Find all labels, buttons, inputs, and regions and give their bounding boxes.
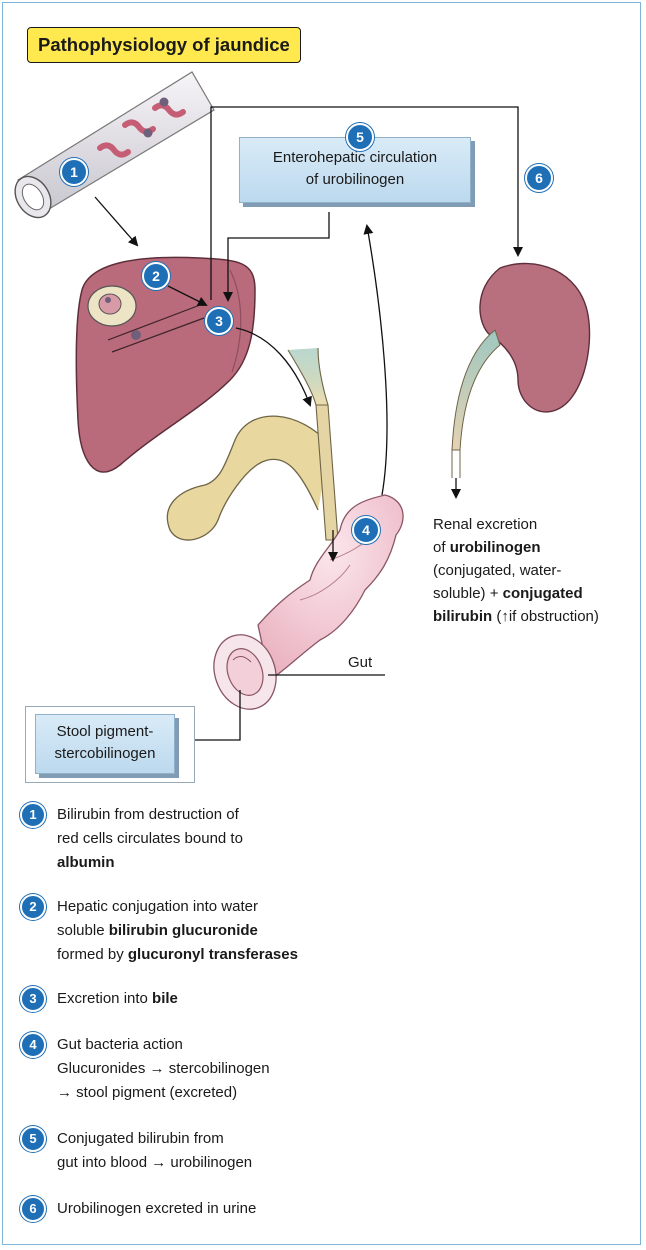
renal-line-1: Renal excretion [433,516,538,533]
enterohepatic-line-2: of urobilinogen [305,171,405,188]
legend-badge-1: 1 [20,802,46,828]
renal-line-4-bold: conjugated [502,585,583,602]
renal-excretion-text: Renal excretion of urobilinogen (conjuga… [433,513,599,628]
legend-line: red cells circulates bound to [57,827,243,851]
legend-text-1: Bilirubin from destruction of red cells c… [57,803,243,875]
step-badge-4: 4 [352,516,380,544]
jaundice-illustration [14,71,591,745]
legend-bold-term: glucuronyl transferases [127,946,298,963]
step-badge-1: 1 [60,158,88,186]
renal-line-4: soluble) + conjugated [433,582,599,605]
legend-segment: Hepatic conjugation into water [57,898,258,915]
renal-line-5-bold: bilirubin [433,608,493,625]
renal-line-3: (conjugated, water- [433,562,562,579]
legend-text-3: Excretion into bile [57,987,178,1011]
legend-segment: formed by [57,946,128,963]
legend-line: Glucuronides → stercobilinogen [57,1057,270,1081]
legend-text-2: Hepatic conjugation into water soluble bi… [57,895,298,967]
legend-badge-4: 4 [20,1032,46,1058]
renal-line-4-text: soluble) + [433,585,503,602]
renal-line-5: bilirubin (↑if obstruction) [433,605,599,628]
legend-segment: red cells circulates bound to [57,830,243,847]
legend-line: Gut bacteria action [57,1033,270,1057]
legend-line: Conjugated bilirubin from [57,1127,252,1151]
legend-segment: Urobilinogen excreted in urine [57,1200,257,1217]
stool-line-2: stercobilinogen [54,745,156,762]
legend-segment: gut into blood → urobilinogen [57,1154,253,1171]
renal-line-2-bold: urobilinogen [449,539,541,556]
kidney [451,262,591,478]
blood-vessel [14,71,215,219]
legend-bold-term: bile [152,990,178,1007]
gallbladder [166,347,339,541]
step-badge-2: 2 [142,262,170,290]
legend-badge-6: 6 [20,1196,46,1222]
legend-line: Urobilinogen excreted in urine [57,1197,256,1221]
step-badge-5: 5 [346,123,374,151]
gut-label: Gut [348,654,373,671]
step-badge-3: 3 [205,307,233,335]
figure-title: Pathophysiology of jaundice [27,27,301,63]
legend-segment: Excretion into [57,990,153,1007]
enterohepatic-line-1: Enterohepatic circulation [272,149,438,166]
legend-badge-5: 5 [20,1126,46,1152]
legend-line: → stool pigment (excreted) [57,1081,270,1105]
legend-line: albumin [57,851,243,875]
stool-pigment-box: Stool pigment- stercobilinogen [35,714,175,774]
legend-segment: Gut bacteria action [57,1036,183,1053]
flow-arrows [94,106,523,745]
renal-line-5-text: (↑if obstruction) [492,608,599,625]
legend-line: gut into blood → urobilinogen [57,1151,252,1175]
legend-bold-term: bilirubin glucuronide [108,922,258,939]
legend-text-6: Urobilinogen excreted in urine [57,1197,256,1221]
legend-line: Hepatic conjugation into water [57,895,298,919]
legend-text-5: Conjugated bilirubin from gut into blood … [57,1127,252,1175]
legend-segment: Bilirubin from destruction of [57,806,239,823]
stool-line-1: Stool pigment- [56,723,154,740]
renal-line-2: of urobilinogen [433,536,599,559]
legend-segment: Glucuronides → stercobilinogen [57,1060,270,1077]
legend-badge-3: 3 [20,986,46,1012]
legend-line: Excretion into bile [57,987,178,1011]
legend-badge-2: 2 [20,894,46,920]
legend-line: Bilirubin from destruction of [57,803,243,827]
legend-line: soluble bilirubin glucuronide [57,919,298,943]
legend-segment: soluble [57,922,109,939]
legend-bold-term: albumin [57,854,115,871]
legend-segment: → stool pigment (excreted) [57,1084,238,1101]
step-badge-6: 6 [525,164,553,192]
legend-line: formed by glucuronyl transferases [57,943,298,967]
renal-line-2-text: of [433,539,450,556]
legend-segment: Conjugated bilirubin from [57,1130,224,1147]
